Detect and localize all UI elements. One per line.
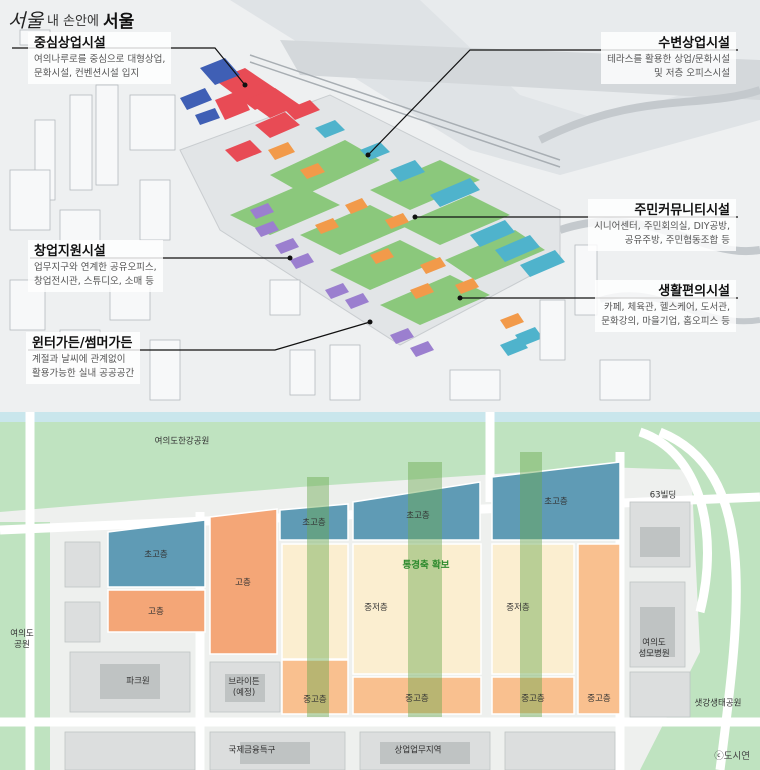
callout-startup-support: 창업지원시설 업무지구와 연계한 공유오피스, 창업전시관, 스튜디오, 소매 … [28,240,163,292]
callout-central-commercial: 중심상업시설 여의나루로를 중심으로 대형상업, 문화시설, 컨벤션시설 입지 [28,32,172,84]
callout-title: 생활편의시설 [658,284,730,299]
seoul-logo-word: 서울 [102,12,135,32]
zone-supertall-3 [352,481,481,541]
zone-midhigh-3 [491,676,575,715]
zone-high-2 [209,508,278,655]
zone-label: 고층 [235,578,251,588]
label-st-mary-hospital: 여의도 성모병원 [638,638,670,659]
zone-label: 초고층 [144,550,168,560]
zone-supertall-4 [491,461,621,541]
zoning-map: 여의도한강공원 63빌딩 여의도 공원 파크원 브라이튼 (예정) 여의도 성모… [0,412,760,770]
zoning-map-canvas [0,412,760,770]
callout-title: 윈터가든/썸머가든 [32,336,133,351]
callout-desc: 계절과 날씨에 관계없이 활용가능한 실내 공공공간 [32,354,135,379]
zone-label: 초고층 [544,497,568,507]
label-financial-district: 국제금융특구 [228,745,276,756]
image-credit: ⓒ도시연 [714,751,750,762]
callout-title: 창업지원시설 [34,244,106,259]
callout-winter-summer-garden: 윈터가든/썸머가든 계절과 날씨에 관계없이 활용가능한 실내 공공공간 [26,332,141,384]
zone-label: 초고층 [302,518,326,528]
zone-label: 중고층 [303,695,327,705]
zone-midhigh-2 [352,676,482,715]
zone-high-1 [107,589,206,633]
amenity-buildings [268,142,524,329]
label-yeouido-hangang-park: 여의도한강공원 [154,436,210,447]
zone-midlow-1 [281,543,349,660]
zone-midhigh-1 [281,659,349,715]
callout-title: 수변상업시설 [658,36,730,51]
zone-label: 중저층 [506,603,530,613]
zone-midlow-2 [352,543,482,675]
callout-title: 중심상업시설 [34,36,106,51]
callout-desc: 여의나루로를 중심으로 대형상업, 문화시설, 컨벤션시설 입지 [34,54,166,79]
zone-supertall-1 [107,519,206,588]
zone-label: 중고층 [587,694,611,704]
view-corridors [307,452,542,717]
waterfront-buildings [315,120,565,356]
callout-convenience-facilities: 생활편의시설 카페, 체육관, 헬스케어, 도서관, 문화강의, 마을기업, 홈… [595,280,736,332]
label-yeouido-park: 여의도 공원 [10,629,34,650]
office-buildings [180,58,240,125]
callout-community-facilities: 주민커뮤니티시설 시니어센터, 주민회의실, DIY공방, 공유주방, 주민협동… [588,199,736,251]
isometric-scene [9,0,760,401]
startup-support-buildings [250,203,434,357]
label-commercial-district: 상업업무지역 [394,745,442,756]
seoul-logo-text: 내 손안에 [46,14,99,29]
zone-midhigh-4 [577,543,621,715]
label-parc1: 파크원 [126,676,150,687]
seoul-logo: 서울 내 손안에 서울 [8,6,134,33]
zone-label: 초고층 [406,511,430,521]
zone-label: 고층 [148,607,164,617]
central-commercial-buildings [215,68,320,162]
callout-desc: 테라스를 활용한 상업/문화시설 및 저층 오피스시설 [607,54,730,79]
zone-supertall-2 [279,503,349,541]
zone-label: 중고층 [521,694,545,704]
view-corridor-label: 통경축 확보 [402,560,450,571]
callout-desc: 업무지구와 연계한 공유오피스, 창업전시관, 스튜디오, 소매 등 [34,262,157,287]
callout-waterfront-commercial: 수변상업시설 테라스를 활용한 상업/문화시설 및 저층 오피스시설 [601,32,736,84]
label-saetgang-park: 샛강생태공원 [694,698,742,709]
label-63-building: 63빌딩 [649,490,677,501]
zoning-blocks [107,461,621,715]
callout-desc: 시니어센터, 주민회의실, DIY공방, 공유주방, 주민협동조합 등 [594,221,730,246]
seoul-logo-mark: 서울 [8,10,43,32]
callout-desc: 카페, 체육관, 헬스케어, 도서관, 문화강의, 마을기업, 홈오피스 등 [601,302,730,327]
zone-midlow-3 [491,543,575,675]
isometric-illustration: 서울 내 손안에 서울 중심상업시설 [0,0,760,412]
zone-label: 중저층 [364,603,388,613]
zone-label: 중고층 [405,694,429,704]
callout-title: 주민커뮤니티시설 [634,203,730,218]
label-brighton: 브라이튼 (예정) [228,677,260,698]
